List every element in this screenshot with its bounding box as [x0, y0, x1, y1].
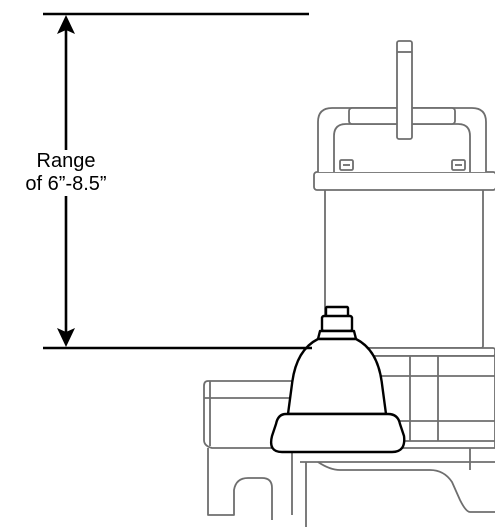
float-base: [269, 412, 406, 454]
float-switch-icon: [269, 305, 406, 454]
range-label: Range of 6”-8.5”: [0, 150, 132, 196]
range-label-line2: of 6”-8.5”: [25, 173, 107, 195]
range-label-line1: Range: [36, 150, 96, 172]
arrow-down-icon: [57, 328, 75, 347]
pump-collar: [313, 171, 495, 191]
arrowheads: [57, 15, 75, 347]
float-bell: [286, 337, 388, 416]
vent-pipe: [396, 40, 413, 140]
sump-pump-icon: [203, 40, 495, 527]
arrow-up-icon: [57, 15, 75, 34]
